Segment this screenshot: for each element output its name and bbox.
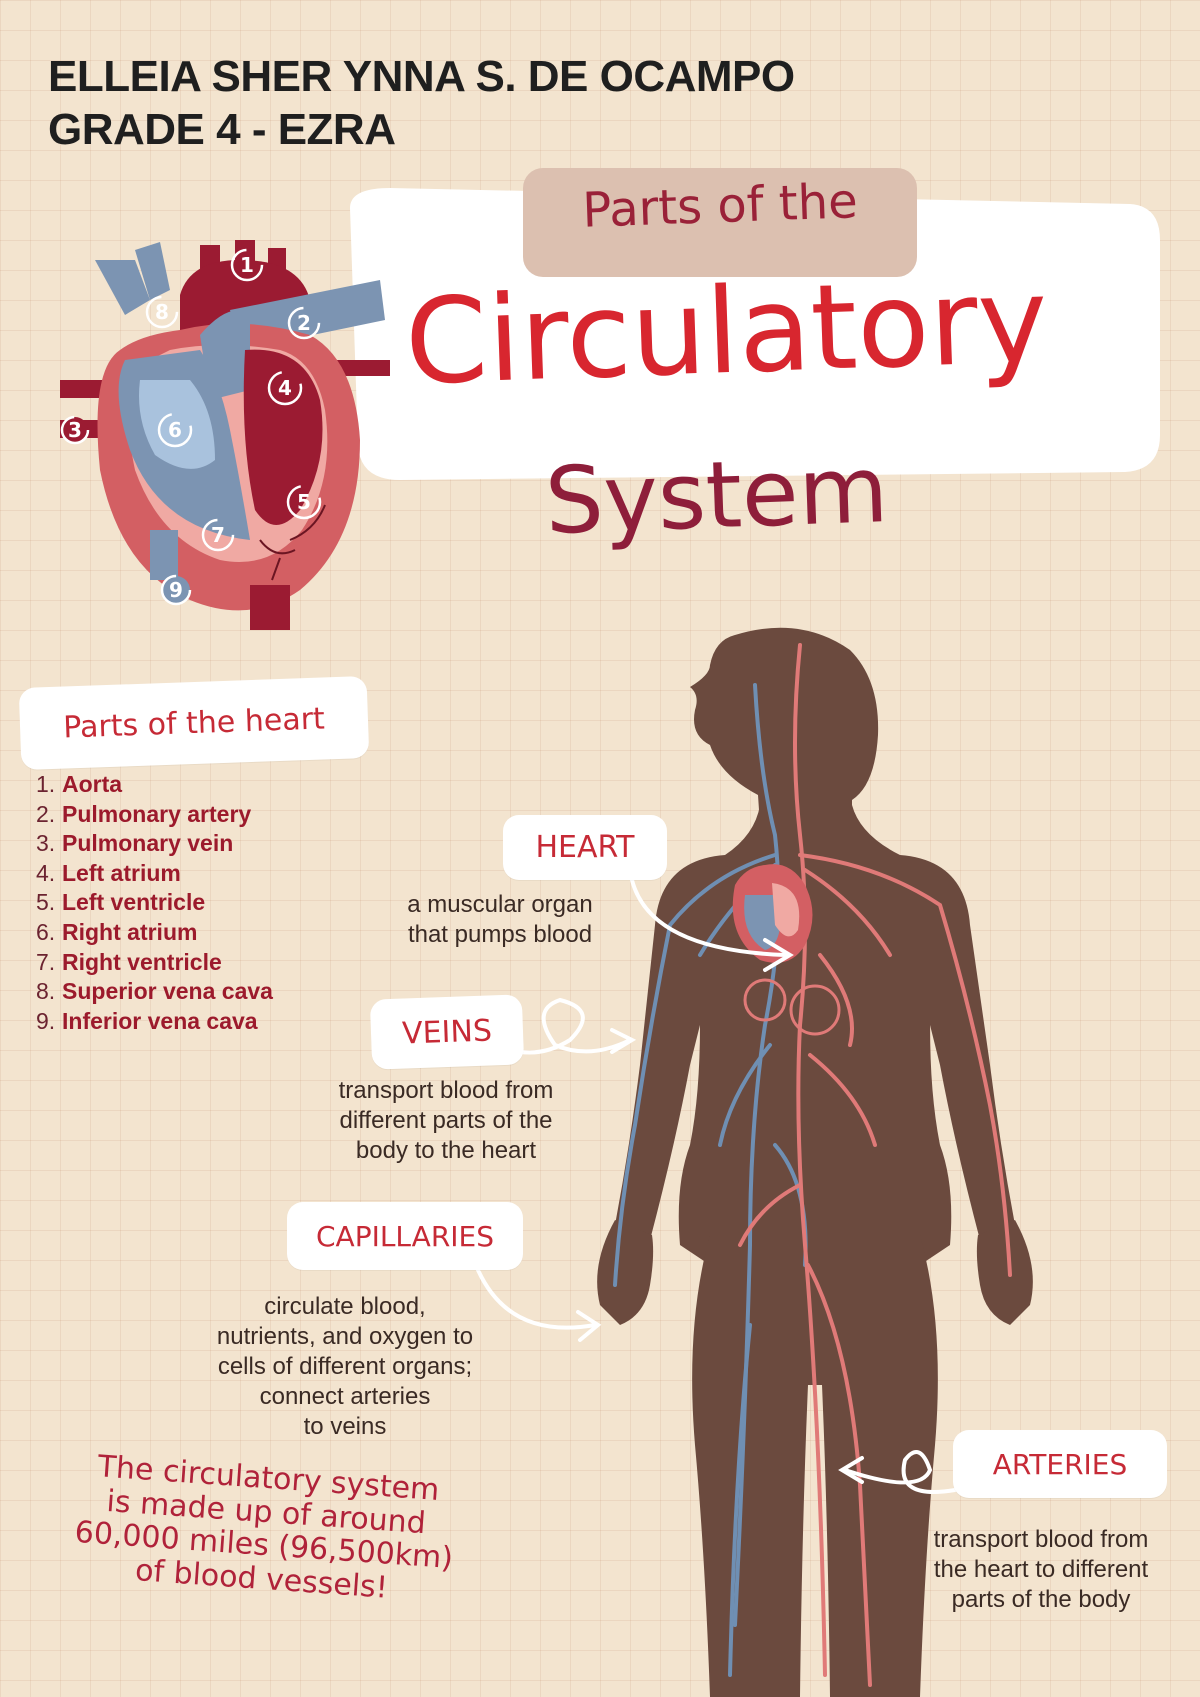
svg-text:4: 4: [278, 376, 292, 400]
svg-text:1: 1: [240, 253, 254, 277]
heart-illustration: 1 2 3 4 5 6 7 8 9: [60, 240, 390, 630]
desc-line: transport blood from: [338, 1077, 554, 1104]
desc-line: circulate blood,: [264, 1293, 426, 1320]
desc-line: a muscular organ: [407, 891, 593, 918]
list-item: Pulmonary vein: [36, 829, 234, 858]
title-line-3: System: [543, 436, 890, 555]
svg-text:9: 9: [169, 578, 183, 602]
veins-callout-desc: transport blood from different parts of …: [296, 1076, 596, 1166]
list-item: Right ventricle: [36, 948, 222, 977]
svg-text:7: 7: [211, 523, 225, 547]
desc-line: body to the heart: [355, 1137, 537, 1164]
list-item: Left ventricle: [36, 888, 206, 917]
svg-text:8: 8: [155, 300, 169, 324]
heart-callout-label: HEART: [503, 815, 667, 880]
desc-line: the heart to different: [933, 1556, 1149, 1583]
student-name: ELLEIA SHER YNNA S. DE OCAMPO: [48, 52, 795, 101]
list-item: Aorta: [36, 770, 123, 799]
desc-line: parts of the body: [951, 1586, 1131, 1613]
svg-text:5: 5: [297, 490, 311, 514]
arteries-callout-desc: transport blood from the heart to differ…: [895, 1525, 1187, 1615]
heart-parts-list: Aorta Pulmonary artery Pulmonary vein Le…: [0, 770, 380, 1036]
title-line-2: Circulatory: [402, 250, 1050, 412]
list-item: Pulmonary artery: [36, 800, 252, 829]
list-item: Inferior vena cava: [36, 1007, 258, 1036]
svg-text:3: 3: [68, 418, 82, 442]
desc-line: nutrients, and oxygen to: [216, 1323, 474, 1350]
veins-callout-label: VEINS: [369, 994, 525, 1070]
desc-line: cells of different organs;: [217, 1353, 473, 1380]
svg-text:6: 6: [168, 418, 182, 442]
list-item: Superior vena cava: [36, 977, 273, 1006]
title-pill: [523, 168, 917, 277]
desc-line: transport blood from: [933, 1526, 1149, 1553]
list-item: Right atrium: [36, 918, 198, 947]
heart-parts-heading: Parts of the heart: [18, 675, 370, 771]
desc-line: that pumps blood: [407, 921, 593, 948]
heart-callout-desc: a muscular organ that pumps blood: [360, 890, 640, 950]
svg-text:2: 2: [297, 311, 311, 335]
desc-line: connect arteries: [259, 1383, 431, 1410]
desc-line: different parts of the: [339, 1107, 553, 1134]
capillaries-callout-label: CAPILLARIES: [287, 1202, 523, 1270]
grade-label: GRADE 4 - EZRA: [48, 105, 396, 154]
fun-fact: The circulatory system is made up of aro…: [36, 1446, 494, 1611]
arteries-callout-label: ARTERIES: [953, 1430, 1167, 1498]
desc-line: to veins: [303, 1413, 387, 1440]
capillaries-callout-desc: circulate blood, nutrients, and oxygen t…: [180, 1292, 510, 1442]
list-item: Left atrium: [36, 859, 181, 888]
